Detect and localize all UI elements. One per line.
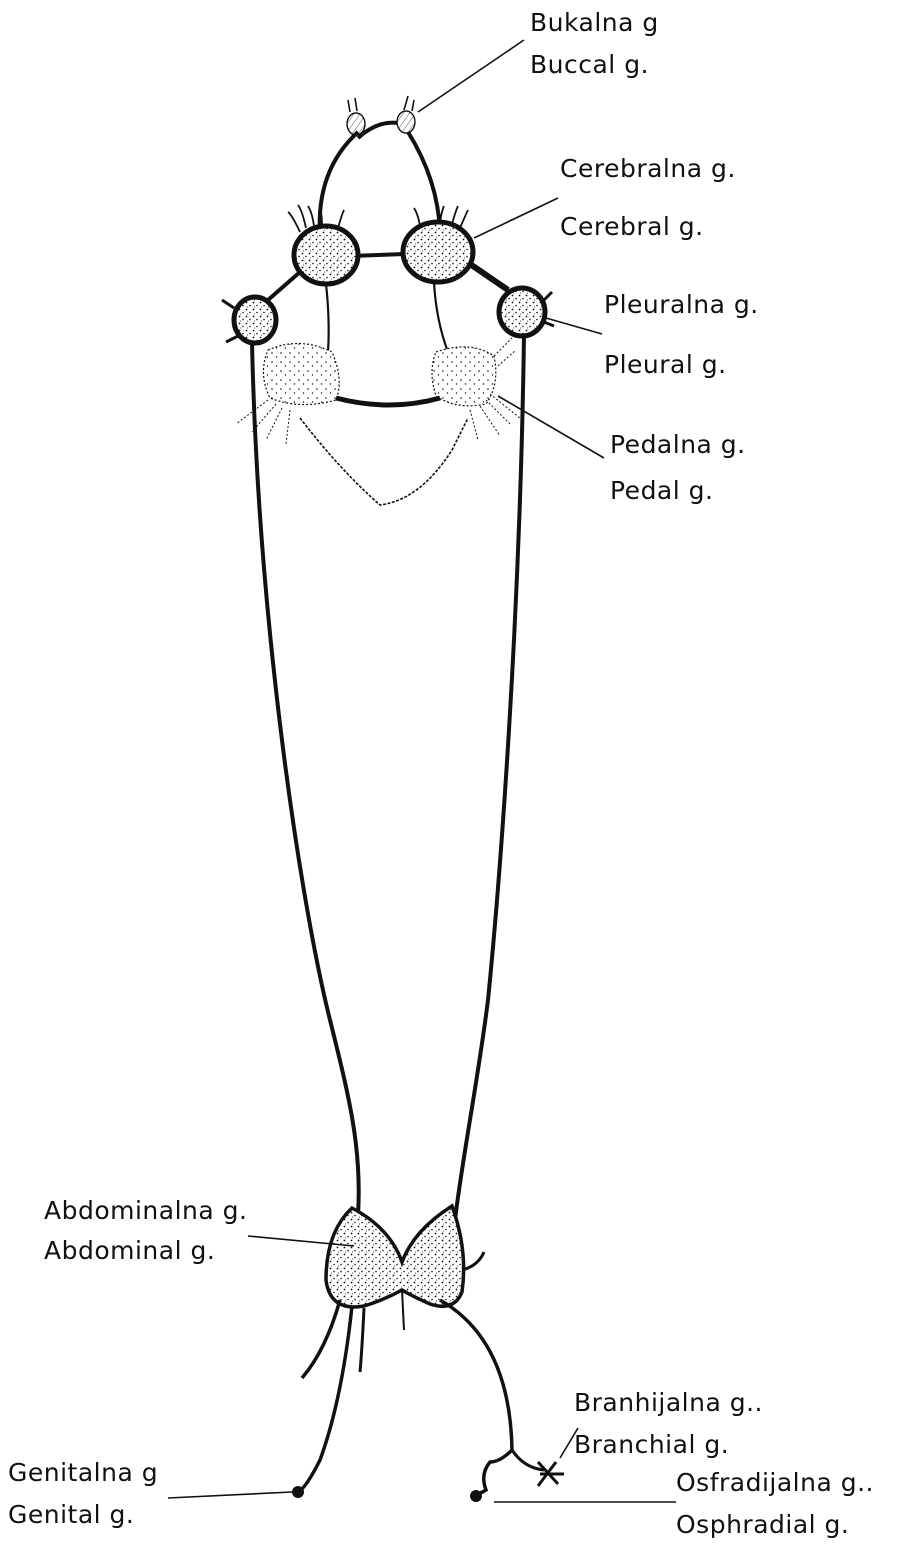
label-osphradial-en: Osphradial g. [676,1512,849,1537]
cerebro-pedal-connectives [326,282,448,352]
label-cerebral-local: Cerebralna g. [560,156,736,181]
label-pleural-local: Pleuralna g. [604,292,759,317]
posterior-nerves [292,1300,564,1502]
leader-line-pleural [546,318,602,334]
leader-line-pedal [498,396,604,458]
label-abdominal-en: Abdominal g. [44,1238,215,1263]
label-cerebral-en: Cerebral g. [560,214,704,239]
visceral-connectives [252,335,524,1220]
label-branchial-local: Branhijalna g.. [574,1390,763,1415]
label-buccal-local: Bukalna g [530,10,659,35]
leader-line-cerebral [474,198,558,238]
cerebro-buccal-connectives [320,132,440,235]
label-genital-en: Genital g. [8,1502,134,1527]
label-pedal-en: Pedal g. [610,478,713,503]
label-pleural-en: Pleural g. [604,352,727,377]
label-osphradial-local: Osfradijalna g.. [676,1470,874,1495]
label-buccal-en: Buccal g. [530,52,649,77]
leader-line-genital [168,1492,292,1498]
label-branchial-en: Branchial g. [574,1432,729,1457]
label-pedal-local: Pedalna g. [610,432,746,457]
pedal-ganglia [236,338,520,505]
cerebral-ganglia [288,205,473,284]
pleural-ganglia [222,264,554,343]
label-abdominal-local: Abdominalna g. [44,1198,247,1223]
leader-line-buccal [418,40,524,112]
label-genital-local: Genitalna g [8,1460,158,1485]
